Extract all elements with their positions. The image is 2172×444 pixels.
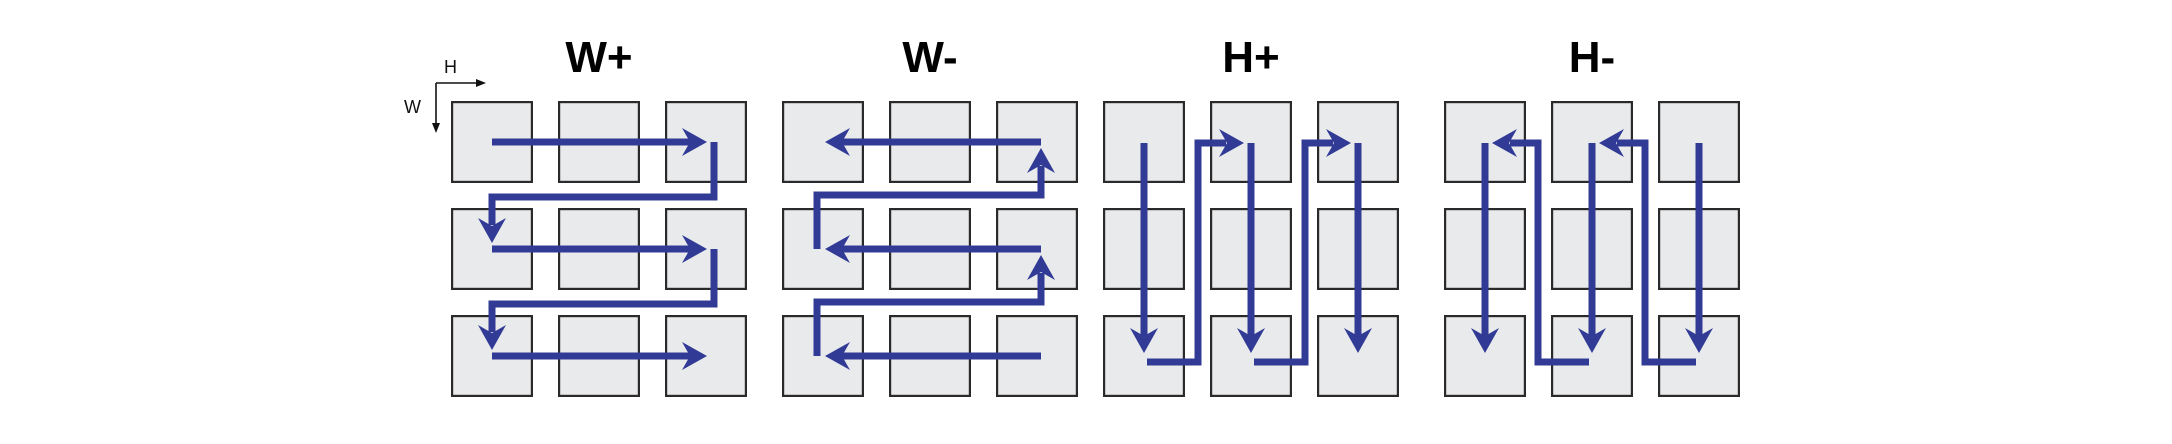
panel-title: W+ [565,33,633,82]
scan-grid-h-plus [1100,98,1402,400]
scan-grid-w-minus [779,98,1081,400]
arrowhead-d-icon [478,218,506,243]
arrowhead-d-icon [1237,328,1265,353]
arrowhead-l-icon [825,235,850,263]
axis-arrows-icon [432,79,486,133]
scan-pattern-svg [451,101,748,398]
scan-grid-w-plus [448,98,750,400]
arrowhead-l-icon [825,128,850,156]
arrowhead-d-icon [1471,328,1499,353]
scan-path-segment [488,249,718,332]
arrowhead-l-icon [825,342,850,370]
arrowhead-d-icon [478,325,506,350]
scan-path [813,128,1055,370]
arrowhead-r-icon [682,128,707,156]
arrowhead-r-icon [1326,129,1351,157]
panel-title: W- [902,33,958,82]
scan-path-segment [488,142,718,225]
arrowhead-l-icon [1492,129,1517,157]
arrowhead-r-icon [1219,129,1244,157]
scan-path-segment [1147,139,1226,366]
panel-h-plus: H+ [1100,0,1402,444]
scan-pattern-svg [782,101,1079,398]
scan-pattern-svg [1103,101,1400,398]
panel-w-plus: W+ [448,0,750,444]
scan-path [478,128,718,370]
arrowhead-d-icon [1685,328,1713,353]
panel-title: H- [1568,33,1616,82]
panel-h-minus: H- [1441,0,1743,444]
arrowhead-l-icon [1599,129,1624,157]
w-axis-label: W [404,97,421,117]
panel-title: H+ [1222,33,1280,82]
arrowhead-d-icon [1130,328,1158,353]
arrowhead-u-icon [1027,255,1055,280]
scan-path-segment [813,166,1045,249]
arrowhead-r-icon [682,235,707,263]
scan-path-segment [813,273,1045,356]
h-axis-arrowhead-icon [476,79,486,87]
arrowhead-d-icon [1344,328,1372,353]
h-axis-label: H [444,57,457,77]
scan-path-segment [1510,139,1589,366]
w-axis-arrowhead-icon [432,123,440,133]
scan-path [1471,129,1713,366]
scan-path-segment [1254,139,1333,366]
scan-path [1130,129,1372,366]
arrowhead-u-icon [1027,148,1055,173]
panel-w-minus: W- [779,0,1081,444]
scan-grid-h-minus [1441,98,1743,400]
arrowhead-r-icon [682,342,707,370]
scan-path-segment [1617,139,1696,366]
scan-pattern-svg [1444,101,1741,398]
arrowhead-d-icon [1578,328,1606,353]
axis-legend: H W [395,40,505,150]
